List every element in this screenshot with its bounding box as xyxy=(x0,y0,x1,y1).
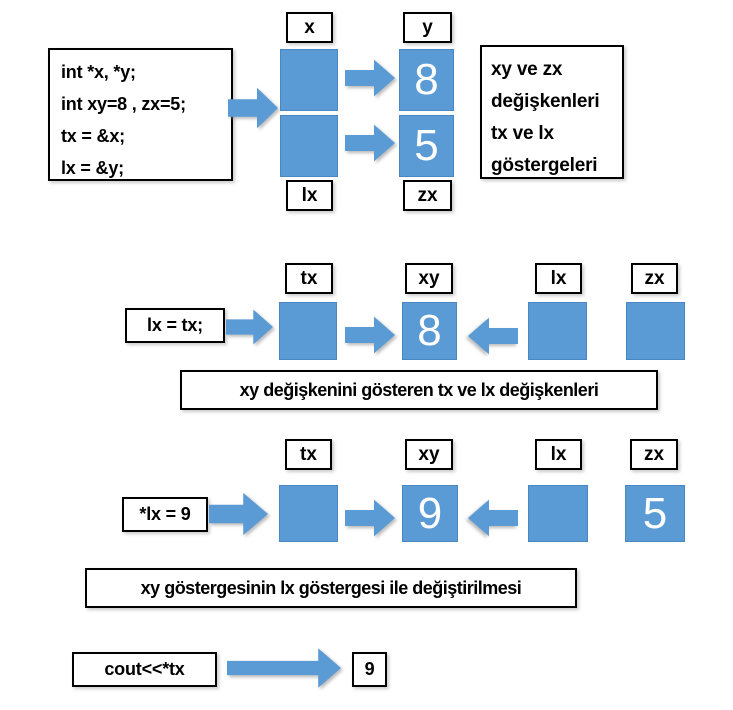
arrow-left-icon xyxy=(468,317,518,355)
caption-section2: xy değişkenini gösteren tx ve lx değişke… xyxy=(180,370,658,410)
label-lx: lx xyxy=(286,180,333,211)
statement-box-cout: cout<<*tx xyxy=(72,652,217,687)
code-line: int *x, *y; xyxy=(61,62,136,82)
note-line: tx ve lx xyxy=(491,123,554,144)
label-lx: lx xyxy=(535,263,582,294)
label-xy: xy xyxy=(405,263,453,294)
note-line: xy ve zx xyxy=(491,59,563,80)
memory-cell-zx: 5 xyxy=(625,485,685,542)
label-zx: zx xyxy=(630,439,678,470)
memory-cell-tx xyxy=(279,302,337,360)
cell-value: 9 xyxy=(417,488,443,538)
output-value-box: 9 xyxy=(352,652,387,687)
memory-cell-tx xyxy=(279,485,338,542)
statement-box-lx-eq-tx: lx = tx; xyxy=(125,308,225,343)
arrow-right-icon xyxy=(209,492,268,536)
note-line: değişkenleri xyxy=(491,91,600,112)
memory-cell-zx: 5 xyxy=(399,115,454,177)
label-tx: tx xyxy=(285,439,332,470)
cell-value: 5 xyxy=(414,121,439,170)
arrow-right-icon xyxy=(345,499,395,537)
label-y: y xyxy=(403,12,452,43)
memory-cell-y: 8 xyxy=(399,49,454,111)
arrow-right-icon xyxy=(227,648,341,688)
label-zx: zx xyxy=(631,263,678,294)
memory-cell-zx xyxy=(626,302,685,360)
arrow-right-icon xyxy=(228,87,278,129)
cell-value: 8 xyxy=(414,55,439,104)
cell-value: 8 xyxy=(417,306,442,355)
caption-section3: xy göstergesinin lx göstergesi ile değiş… xyxy=(85,568,577,608)
memory-cell-lx xyxy=(528,302,587,360)
memory-cell-lx xyxy=(528,485,588,542)
label-x: x xyxy=(286,12,333,43)
memory-cell-xy: 9 xyxy=(402,485,458,542)
memory-cell-x xyxy=(280,49,338,111)
code-line: int xy=8 , zx=5; xyxy=(61,94,186,114)
arrow-right-icon xyxy=(345,124,395,162)
note-line: göstergeleri xyxy=(491,155,598,176)
memory-cell-xy: 8 xyxy=(402,302,457,360)
label-zx: zx xyxy=(403,180,452,211)
arrow-right-icon xyxy=(226,309,273,345)
label-tx: tx xyxy=(285,263,333,294)
cell-value: 5 xyxy=(642,488,668,538)
arrow-left-icon xyxy=(468,499,518,537)
note-box: xy ve zx değişkenleri tx ve lx göstergel… xyxy=(480,45,624,179)
arrow-right-icon xyxy=(345,59,395,97)
code-line: lx = &y; xyxy=(61,158,124,178)
label-xy: xy xyxy=(405,439,453,470)
label-lx: lx xyxy=(535,439,582,470)
arrow-right-icon xyxy=(345,316,395,354)
code-line: tx = &x; xyxy=(61,126,125,146)
code-box: int *x, *y; int xy=8 , zx=5; tx = &x; lx… xyxy=(48,48,233,181)
memory-cell-lx xyxy=(280,115,338,177)
statement-box-deref-lx: *lx = 9 xyxy=(122,497,208,532)
